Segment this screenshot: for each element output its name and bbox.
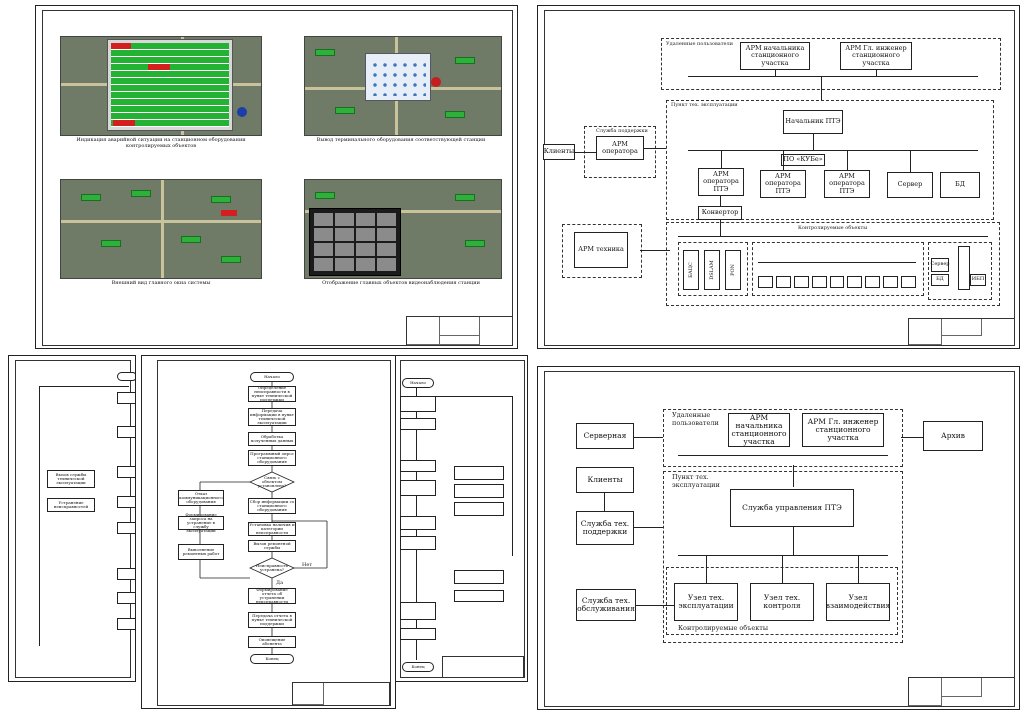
flow-branch-repair: Выполнение ремонтных работ	[178, 544, 224, 560]
arm-operator-box: АРМ оператора	[596, 136, 644, 160]
flowchart-connectors	[199, 380, 328, 656]
po-kube-box: ПО «КУБе»	[781, 154, 825, 166]
sheet-flowchart-main: Начало Определение неисправности в пункт…	[141, 355, 396, 709]
map-screenshot-main-window	[60, 179, 262, 279]
group-support-label: Служба поддержки	[596, 128, 648, 134]
group-tech-point	[663, 471, 903, 643]
flow-branch-failure: Отказ коммуникационного оборудования	[178, 490, 224, 506]
flow-step-4: Программный опрос станционного оборудова…	[248, 450, 296, 466]
node-interaction-box: Узел взаимодействия	[826, 583, 890, 621]
arm-chief-engineer-box: АРМ Гл. инженер станционного участка	[802, 413, 884, 447]
node-control-box: Узел тех. контроля	[750, 583, 814, 621]
drawing-frame	[42, 10, 513, 346]
drawing-frame	[544, 10, 1015, 346]
left-call-service: Вызов службы технической эксплуатации	[47, 470, 95, 488]
support-box: Служба тех. поддержки	[576, 511, 634, 545]
arm-operator-pte-2-box: АРМ оператора ПТЭ	[760, 170, 806, 198]
sheet-screenshots: Индикация аварийной ситуации на станцион…	[35, 5, 518, 349]
caption-terminal: Вывод терминального оборудования соответ…	[316, 137, 486, 143]
group-controlled-objects-label: Контролируемые объекты	[678, 624, 769, 632]
maintenance-box: Служба тех. обслуживания	[576, 589, 636, 621]
flow-step-7: Установка наличия и категории неисправно…	[248, 521, 296, 536]
flow-start: Начало	[250, 372, 294, 382]
sheet-flowchart-back: Вызов службы технической эксплуатации Ус…	[8, 355, 136, 682]
flow-decision-fixed: Неисправность устранена?	[255, 562, 289, 572]
unit-pon: PON	[725, 250, 741, 290]
group-controlled-objects-label: Контролируемые объекты	[798, 225, 868, 231]
caption-alarm: Индикация аварийной ситуации на станцион…	[76, 137, 246, 149]
left-fix: Устранение неисправностей	[47, 498, 95, 512]
ibp-box: ИБП	[970, 274, 986, 286]
group-tech-point-label: Пункт тех. эксплуатации	[672, 473, 720, 489]
flow-step-1: Определение неисправности в пункт технич…	[248, 385, 296, 402]
group-remote-users-label: Удаленные пользователи	[672, 411, 719, 427]
title-block	[406, 316, 513, 346]
db-box: БД	[940, 172, 980, 198]
arm-head-box: АРМ начальника станционного участка	[740, 42, 810, 70]
unit-bacs: БАЦС	[683, 250, 699, 290]
caption-video: Отображение главных объектов видеонаблюд…	[322, 280, 480, 286]
group-technician	[562, 224, 642, 278]
flow-branch-request: Формирование запроса на устранение в слу…	[178, 512, 224, 533]
map-screenshot-alarm	[60, 36, 262, 136]
flow-step-10: Формирование отчета об устранении неиспр…	[248, 587, 296, 604]
title-block	[908, 318, 1015, 346]
flow-step-3: Обработка полученных данных	[248, 432, 296, 446]
group-remote-users-label: Удаленные пользователи	[666, 41, 734, 47]
label-yes: Да	[276, 580, 284, 586]
head-pte-box: Начальник ПТЭ	[783, 110, 843, 134]
title-block	[292, 682, 390, 706]
converter-box: Конвертор	[698, 206, 742, 220]
title-block	[908, 677, 1015, 707]
arm-operator-pte-1-box: АРМ оператора ПТЭ	[698, 168, 744, 196]
group-remote-users	[663, 409, 903, 467]
sheet-structure-diagram: Удаленные пользователи АРМ начальника ст…	[537, 366, 1020, 710]
sheet-network-diagram: Удаленные пользователи АРМ начальника ст…	[537, 5, 1020, 349]
group-tech-point-label: Пункт тех. эксплуатации	[671, 102, 738, 108]
map-screenshot-terminal	[304, 36, 502, 136]
flow-step-12: Оповещение абонента	[248, 636, 296, 648]
clients-box: Клиенты	[543, 144, 575, 160]
server-room-box: Серверная	[576, 423, 634, 449]
right-end: Конец	[402, 662, 434, 672]
group-tech-point	[666, 100, 994, 220]
server-box: Сервер	[887, 172, 933, 198]
group-remote-users	[661, 38, 1001, 90]
right-start: Начало	[402, 378, 434, 388]
flow-step-2: Передача информации в пункт технической …	[248, 407, 296, 426]
clients-box: Клиенты	[576, 467, 634, 493]
flow-decision-connection: Связь с объектом установлена?	[257, 474, 287, 489]
arm-head-box: АРМ начальника станционного участка	[728, 413, 790, 447]
server-small-box: Сервер	[931, 258, 949, 272]
flow-step-8: Вызов ремонтной службы	[248, 540, 296, 552]
control-service-box: Служба управления ПТЭ	[730, 489, 854, 527]
flow-step-11: Передача отчета в пункт технической подд…	[248, 612, 296, 628]
arm-technician-box: АРМ техника	[574, 232, 628, 268]
map-screenshot-video	[304, 179, 502, 279]
arm-chief-engineer-box: АРМ Гл. инженер станционного участка	[840, 42, 912, 70]
archive-box: Архив	[923, 421, 983, 451]
unit-dslam: DSLAM	[704, 250, 720, 290]
drawing-frame	[544, 371, 1015, 707]
label-no: Нет	[302, 562, 313, 568]
db-small-box: БД	[931, 274, 949, 286]
node-operation-box: Узел тех. эксплуатации	[674, 583, 738, 621]
flow-end: Конец	[250, 654, 294, 664]
flow-step-6: Сбор информации со станционного оборудов…	[248, 498, 296, 514]
arm-operator-pte-3-box: АРМ оператора ПТЭ	[824, 170, 870, 198]
group-controlled-objects	[666, 222, 1000, 306]
caption-main-window: Внешний вид главного окна системы	[111, 280, 211, 286]
sheet-flowchart-right: Начало Конец	[395, 355, 528, 682]
